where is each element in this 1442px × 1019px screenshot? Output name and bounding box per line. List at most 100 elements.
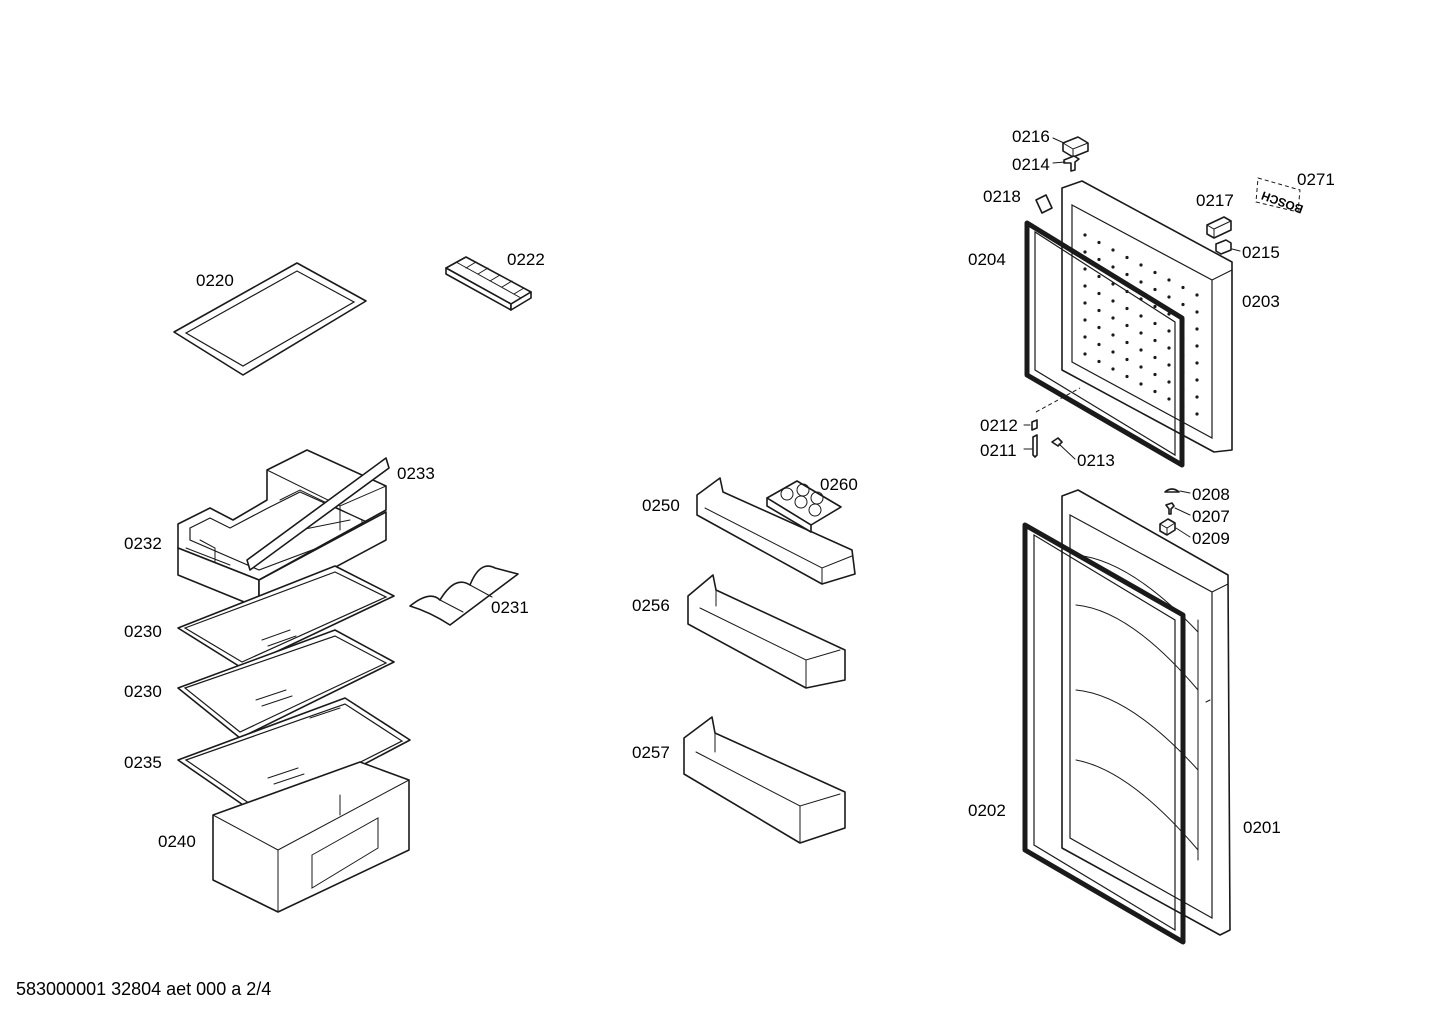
panel-dot: [1125, 357, 1129, 362]
part-0230-shelf-b: [177, 629, 395, 739]
panel-dot: [1195, 412, 1199, 416]
label-0216: 0216: [1012, 127, 1050, 146]
label-0215: 0215: [1242, 243, 1280, 262]
panel-dot: [1153, 372, 1157, 377]
freezer-door-dot-pattern: [1083, 233, 1199, 416]
label-0235: 0235: [124, 753, 162, 772]
panel-dot: [1167, 346, 1171, 350]
part-0257-door-shelf: [683, 716, 846, 844]
label-0220: 0220: [196, 271, 234, 290]
label-0212: 0212: [980, 416, 1018, 435]
part-0203-freezer-door: [1061, 180, 1233, 453]
label-0233: 0233: [397, 464, 435, 483]
panel-dot: [1083, 301, 1087, 305]
panel-dot: [1167, 312, 1171, 316]
label-0230-b: 0230: [124, 682, 162, 701]
panel-dot: [1181, 336, 1185, 341]
panel-dot: [1139, 314, 1143, 318]
label-0256: 0256: [632, 596, 670, 615]
panel-dot: [1083, 250, 1087, 254]
drawing-footer-code: 583000001 32804 aet 000 a 2/4: [16, 979, 272, 999]
part-0250-door-shelf: [696, 477, 856, 585]
panel-dot: [1167, 397, 1171, 401]
panel-dot: [1125, 255, 1129, 260]
part-0217-cap: [1206, 216, 1232, 239]
panel-dot: [1153, 355, 1157, 360]
panel-dot: [1111, 248, 1115, 252]
part-0220-frame: [173, 262, 367, 376]
panel-dot: [1139, 331, 1143, 335]
panel-dot: [1167, 363, 1171, 367]
panel-dot: [1195, 327, 1199, 331]
label-0257: 0257: [632, 743, 670, 762]
part-0230-shelf-a: [177, 565, 395, 669]
label-0271: 0271: [1297, 170, 1335, 189]
panel-dot: [1111, 350, 1115, 354]
part-0208-0207-0209-hardware: [1159, 488, 1180, 536]
panel-dot: [1139, 348, 1143, 352]
label-0232: 0232: [124, 534, 162, 553]
panel-dot: [1125, 374, 1129, 379]
label-0230-a: 0230: [124, 622, 162, 641]
panel-dot: [1125, 272, 1129, 277]
label-0207: 0207: [1192, 507, 1230, 526]
part-0215-bracket: [1215, 239, 1232, 255]
panel-dot: [1125, 306, 1129, 311]
part-0202-fridge-gasket: [1022, 522, 1186, 945]
label-0208: 0208: [1192, 485, 1230, 504]
label-0260: 0260: [820, 475, 858, 494]
panel-dot: [1125, 289, 1129, 294]
label-0209: 0209: [1192, 529, 1230, 548]
label-0204: 0204: [968, 250, 1006, 269]
panel-dot: [1111, 367, 1115, 371]
panel-dot: [1097, 291, 1101, 296]
panel-dot: [1125, 323, 1129, 328]
panel-dot: [1167, 295, 1171, 299]
panel-dot: [1195, 344, 1199, 348]
panel-dot: [1181, 353, 1185, 358]
panel-dot: [1153, 389, 1157, 394]
panel-dot: [1195, 395, 1199, 399]
panel-dot: [1111, 299, 1115, 303]
panel-dot: [1153, 287, 1157, 292]
panel-dot: [1181, 302, 1185, 307]
panel-dot: [1195, 310, 1199, 314]
panel-dot: [1181, 387, 1185, 392]
panel-dot: [1139, 263, 1143, 267]
label-0203: 0203: [1242, 292, 1280, 311]
panel-dot: [1111, 316, 1115, 320]
label-0222: 0222: [507, 250, 545, 269]
part-0235-shelf: [177, 697, 411, 819]
panel-dot: [1097, 359, 1101, 364]
panel-dot: [1111, 282, 1115, 286]
part-0260-egg-holder: [766, 480, 842, 533]
panel-dot: [1083, 284, 1087, 288]
label-0202: 0202: [968, 801, 1006, 820]
panel-dot: [1181, 370, 1185, 375]
panel-dot: [1181, 319, 1185, 324]
panel-dot: [1139, 365, 1143, 369]
panel-dot: [1111, 333, 1115, 337]
part-labels: 0220 0222 0233 0232 0231 0230 0230 0235 …: [124, 127, 1335, 851]
panel-dot: [1097, 240, 1101, 245]
part-0212-0211-0213-hardware: [1031, 387, 1081, 458]
panel-dot: [1181, 404, 1185, 409]
panel-dot: [1097, 342, 1101, 347]
panel-dot: [1139, 280, 1143, 284]
label-0217: 0217: [1196, 191, 1234, 210]
panel-dot: [1139, 297, 1143, 301]
panel-dot: [1195, 378, 1199, 382]
part-0256-door-shelf: [687, 574, 846, 689]
label-0211: 0211: [980, 441, 1017, 460]
panel-dot: [1097, 308, 1101, 313]
panel-dot: [1083, 352, 1087, 356]
panel-dot: [1195, 361, 1199, 365]
panel-dot: [1153, 304, 1157, 309]
panel-dot: [1097, 257, 1101, 262]
panel-dot: [1195, 293, 1199, 297]
panel-dot: [1167, 278, 1171, 282]
panel-dot: [1083, 335, 1087, 339]
panel-dot: [1181, 285, 1185, 290]
panel-dot: [1167, 329, 1171, 333]
